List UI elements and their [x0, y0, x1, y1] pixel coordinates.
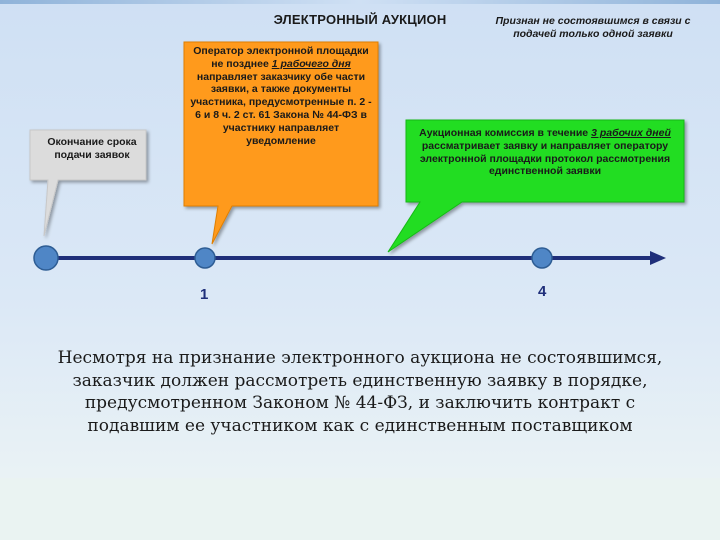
operator-deadline: 1 рабочего дня — [271, 57, 351, 70]
operator-callout-text: Оператор электронной площадки не позднее… — [188, 45, 374, 147]
commission-text-line1: Аукционная комиссия в течение — [419, 127, 589, 139]
timeline-label-4: 4 — [538, 283, 547, 300]
commission-callout — [387, 119, 685, 253]
auction-status-note: Признан не состоявшимся в связи с подаче… — [495, 15, 691, 40]
timeline-arrowhead — [650, 251, 666, 265]
operator-callout — [183, 41, 379, 245]
operator-text-line1: Оператор электронной площадки не позднее — [193, 45, 369, 70]
operator-text-line2: направляет заказчику обе части заявки, а… — [190, 70, 372, 147]
commission-callout-text: Аукционная комиссия в течение 3 рабочих … — [414, 127, 676, 178]
timeline-node-4 — [531, 247, 553, 269]
bottom-band — [0, 478, 720, 540]
diagram-title: ЭЛЕКТРОННЫЙ АУКЦИОН — [273, 12, 447, 27]
timeline-label-1: 1 — [200, 286, 209, 303]
commission-text-line2: рассматривает заявку и направляет операт… — [419, 139, 671, 178]
end-of-submission-text: Окончание срока подачи заявок — [47, 136, 137, 161]
end-of-submission-callout — [29, 129, 147, 237]
summary-text: Несмотря на признание электронного аукци… — [57, 348, 663, 436]
top-accent-bar — [0, 0, 720, 4]
commission-deadline: 3 рабочих дней — [591, 127, 671, 139]
timeline-node-start — [33, 245, 59, 271]
timeline-node-1 — [194, 247, 216, 269]
